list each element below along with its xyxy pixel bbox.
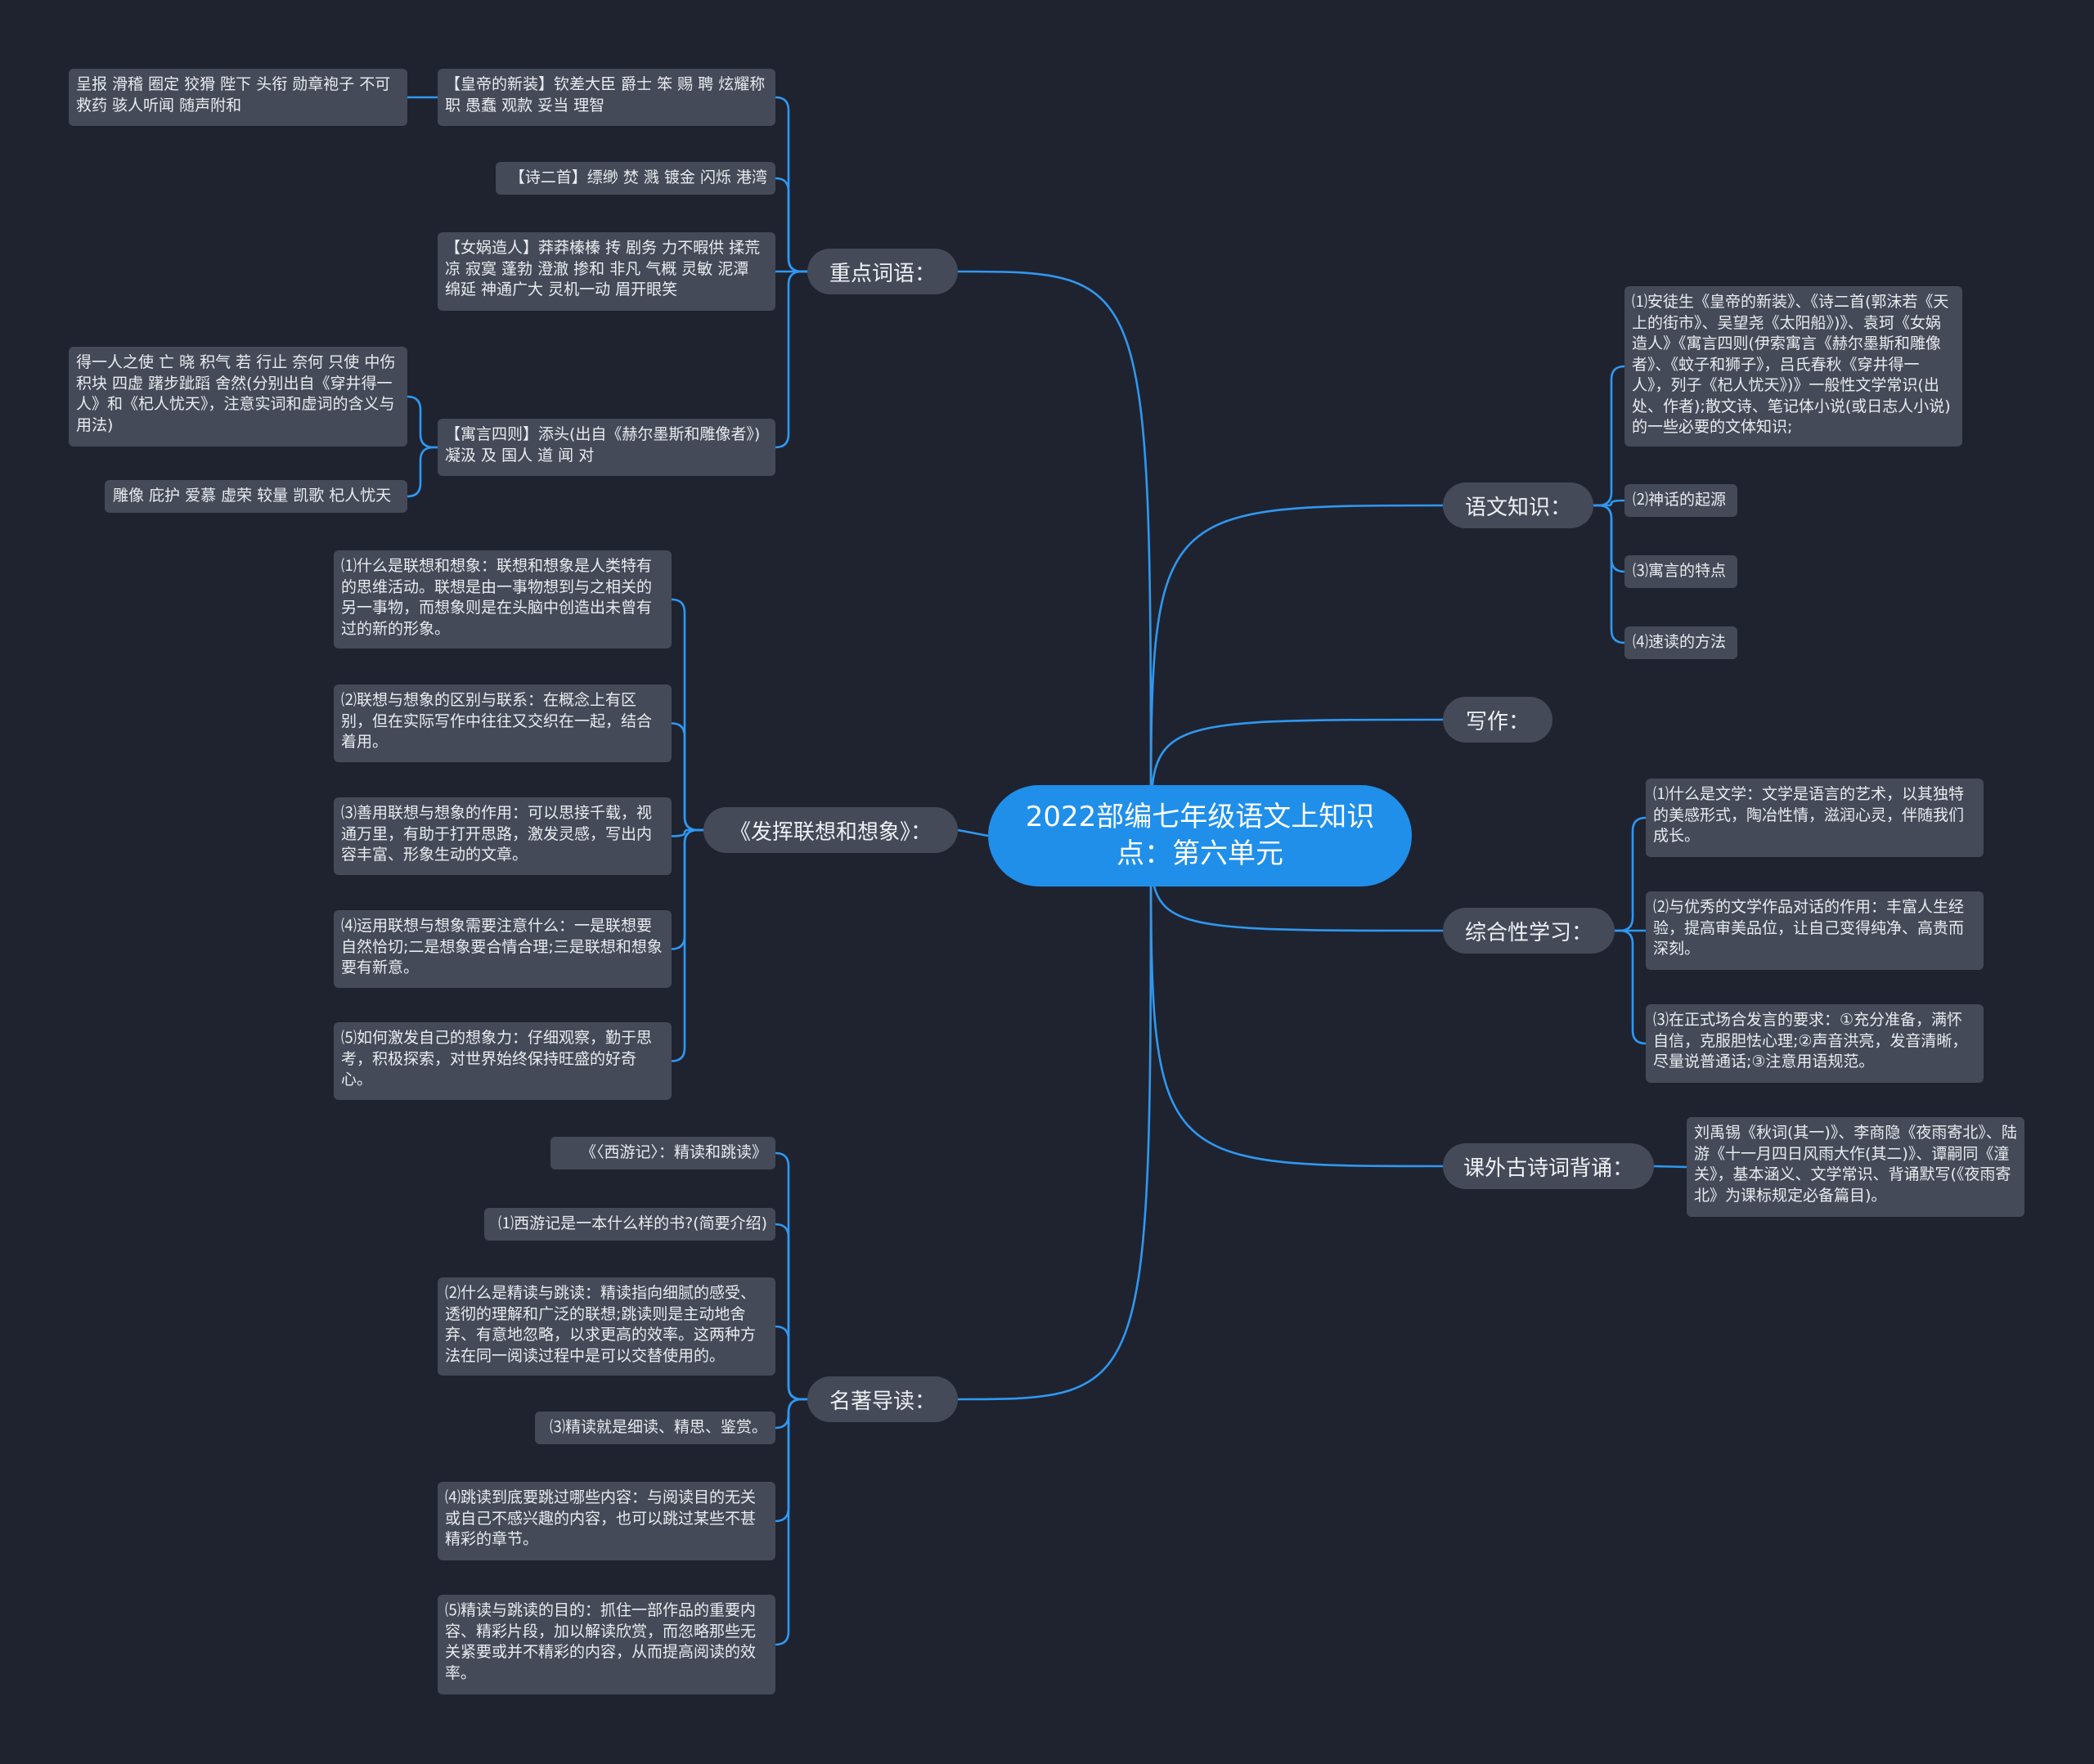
link-reading-4 <box>775 1398 807 1523</box>
link-root-association <box>957 828 989 837</box>
leaf-fable-features[interactable]: ⑶寓言的特点 <box>1624 555 1737 588</box>
link-reading-1 <box>775 1223 807 1401</box>
branch-comprehensive-study[interactable]: 综合性学习： <box>1443 908 1615 954</box>
leaf-reading-3[interactable]: ⑶精读就是细读、精思、鉴赏。 <box>535 1412 775 1444</box>
leaf-four-fables[interactable]: 【寓言四则】添头(出自《赫尔墨斯和雕像者》) 凝汲 及 国人 道 闻 对 <box>438 419 775 476</box>
link-association-4 <box>671 828 703 1062</box>
leaf-four-fables-extra-2[interactable]: 雕像 庇护 爱慕 虚荣 较量 凯歌 杞人忧天 <box>105 480 407 513</box>
branch-key-words[interactable]: 重点词语： <box>807 249 958 294</box>
leaf-association-4[interactable]: ⑷运用联想与想象需要注意什么：一是联想要自然恰切;二是想象要合情合理;三是联想和… <box>334 910 672 988</box>
link-knowledge-2 <box>1593 504 1625 573</box>
branch-writing[interactable]: 写作： <box>1443 697 1553 743</box>
leaf-poems[interactable]: 刘禹锡《秋词(其一)》、李商隐《夜雨寄北》、陆游《十一月四日风雨大作(其二)》、… <box>1687 1117 2024 1217</box>
leaf-emperor-new-clothes[interactable]: 【皇帝的新装】钦差大臣 爵士 笨 赐 聘 炫耀称职 愚蠢 观款 妥当 理智 <box>438 69 775 126</box>
leaf-nuwa[interactable]: 【女娲造人】莽莽榛榛 抟 剧务 力不暇供 揉荒凉 寂寞 蓬勃 澄澈 掺和 非凡 … <box>438 232 775 311</box>
branch-chinese-knowledge[interactable]: 语文知识： <box>1443 483 1593 528</box>
leaf-speed-reading[interactable]: ⑷速读的方法 <box>1624 626 1737 659</box>
leaf-association-2[interactable]: ⑵联想与想象的区别与联系：在概念上有区别，但在实际写作中往往又交织在一起，结合着… <box>334 685 672 762</box>
link-root-keywords <box>957 270 1153 837</box>
leaf-reading-title[interactable]: 《〈西游记〉：精读和跳读》 <box>550 1137 775 1169</box>
leaf-reading-5[interactable]: ⑸精读与跳读的目的：抓住一部作品的重要内容、精彩片段，加以解读欣赏，而忽略那些无… <box>438 1595 775 1694</box>
link-association-2 <box>671 828 703 837</box>
link-association-1 <box>671 722 703 832</box>
link-knowledge-3 <box>1593 504 1625 644</box>
leaf-myth-origin[interactable]: ⑵神话的起源 <box>1624 484 1737 517</box>
leaf-reading-4[interactable]: ⑷跳读到底要跳过哪些内容：与阅读目的无关或自己不感兴趣的内容，也可以跳过某些不甚… <box>438 1482 775 1560</box>
link-keywords-0 <box>775 96 807 273</box>
branch-association-imagination[interactable]: 《发挥联想和想象》： <box>703 807 958 853</box>
leaf-comprehensive-1[interactable]: ⑴什么是文学：文学是语言的艺术，以其独特的美感形式，陶冶性情，滋润心灵，伴随我们… <box>1646 779 1984 857</box>
link-fables-extra-0 <box>407 395 438 449</box>
branch-classic-reading[interactable]: 名著导读： <box>807 1376 958 1422</box>
link-association-3 <box>671 828 703 950</box>
leaf-comprehensive-3[interactable]: ⑶在正式场合发言的要求：①充分准备，满怀自信，克服胆怯心理;②声音洪亮，发音清晰… <box>1646 1004 1984 1083</box>
leaf-association-5[interactable]: ⑸如何激发自己的想象力：仔细观察，勤于思考，积极探索，对世界始终保持旺盛的好奇心… <box>334 1022 672 1100</box>
link-root-reading <box>957 835 1153 1401</box>
leaf-reading-1[interactable]: ⑴西游记是一本什么样的书?(简要介绍) <box>484 1208 775 1241</box>
link-fables-extra-1 <box>407 446 438 498</box>
link-association-0 <box>671 598 703 832</box>
link-poems-0 <box>1653 1165 1687 1169</box>
link-root-poems <box>1149 835 1444 1168</box>
link-reading-5 <box>775 1398 807 1646</box>
link-comprehensive-0 <box>1615 816 1647 932</box>
link-knowledge-1 <box>1593 499 1625 507</box>
link-keywords-3 <box>775 270 807 449</box>
leaf-reading-2[interactable]: ⑵什么是精读与跳读：精读指向细腻的感受、透彻的理解和广泛的联想;跳读则是主动地舍… <box>438 1277 775 1376</box>
branch-extracurricular-poems[interactable]: 课外古诗词背诵： <box>1443 1143 1654 1189</box>
link-reading-2 <box>775 1325 807 1401</box>
leaf-association-1[interactable]: ⑴什么是联想和想象：联想和想象是人类特有的思维活动。联想是由一事物想到与之相关的… <box>334 550 672 649</box>
root-topic[interactable]: 2022部编七年级语文上知识点：第六单元 <box>988 785 1412 886</box>
leaf-emperor-new-clothes-extra[interactable]: 呈报 滑稽 圈定 狡猾 陛下 头衔 勋章袍子 不可救药 骇人听闻 随声附和 <box>69 69 407 126</box>
leaf-comprehensive-2[interactable]: ⑵与优秀的文学作品对话的作用：丰富人生经验，提高审美品位，让自己变得纯净、高贵而… <box>1646 891 1984 970</box>
leaf-association-3[interactable]: ⑶善用联想与想象的作用：可以思接千载，视通万里，有助于打开思路，激发灵感，写出内… <box>334 797 672 875</box>
link-knowledge-0 <box>1593 365 1625 507</box>
leaf-four-fables-extra-1[interactable]: 得一人之使 亡 晓 积气 若 行止 奈何 只使 中伤 积块 四虚 躇步跐蹈 舍然… <box>69 347 407 447</box>
link-root-knowledge <box>1149 504 1444 837</box>
link-reading-0 <box>775 1151 807 1401</box>
leaf-chinese-knowledge-1[interactable]: ⑴安徒生《皇帝的新装》、《诗二首(郭沫若《天上的街市》、吴望尧《太阳船》)》、袁… <box>1624 286 1962 447</box>
link-keywords-1 <box>775 177 807 273</box>
link-comprehensive-2 <box>1615 929 1647 1045</box>
leaf-two-poems[interactable]: 【诗二首】缥缈 焚 溅 镀金 闪烁 港湾 <box>496 162 775 195</box>
